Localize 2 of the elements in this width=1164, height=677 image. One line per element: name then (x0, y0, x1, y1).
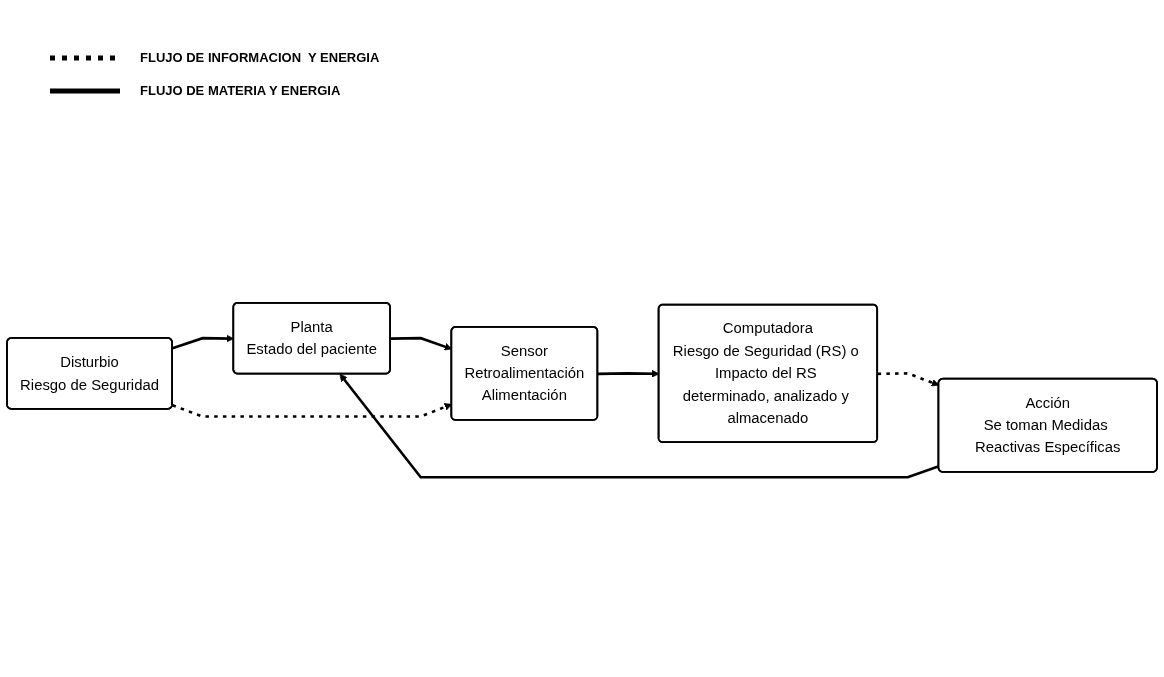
legend-text: FLUJO DE MATERIA Y ENERGIA (140, 83, 341, 98)
legend-text: FLUJO DE INFORMACION Y ENERGIA (140, 50, 380, 65)
